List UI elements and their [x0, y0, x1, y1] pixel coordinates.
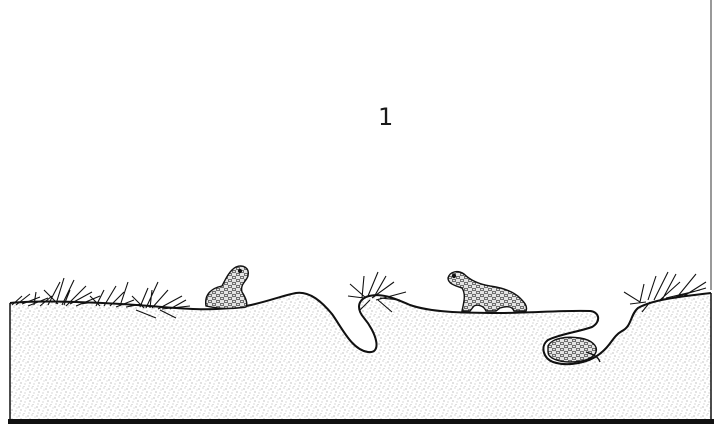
base-line: [8, 419, 714, 424]
sitting-animal: [206, 266, 249, 308]
standing-animal: [448, 272, 527, 311]
panel-number: 1: [378, 103, 393, 131]
